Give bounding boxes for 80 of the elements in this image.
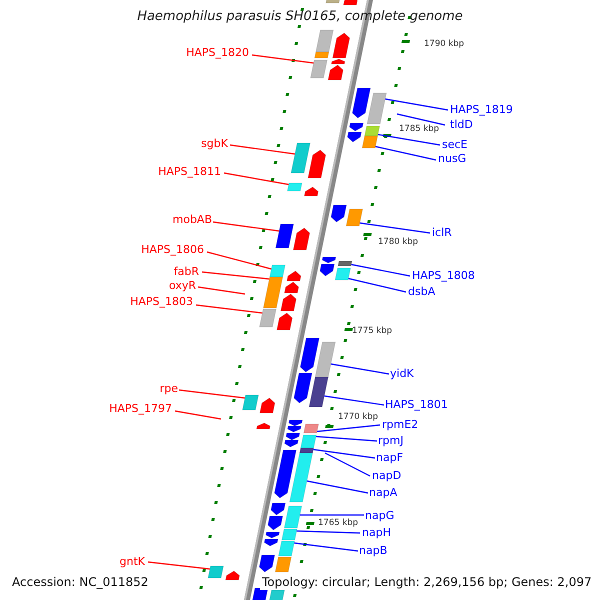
gene-label: HAPS_1806	[141, 243, 204, 256]
gene-block	[314, 342, 336, 378]
gene-label: napH	[362, 526, 391, 539]
gene-block	[278, 540, 295, 556]
gene-block	[263, 276, 283, 308]
gene-block	[300, 434, 317, 448]
leader-line	[378, 134, 440, 146]
title: Haemophilus parasuis SH0165, complete genome	[136, 10, 464, 23]
leader-line	[294, 542, 358, 552]
gene-block	[290, 142, 310, 174]
gene-block	[310, 60, 328, 78]
gene-label: HAPS_1801	[385, 398, 448, 411]
gene-block	[242, 394, 259, 410]
gene-label: HAPS_1811	[158, 165, 221, 178]
leader-line	[313, 448, 376, 459]
leader-line	[348, 278, 406, 293]
leader-line	[148, 561, 210, 570]
leader-line	[351, 264, 410, 277]
leader-line	[198, 286, 246, 295]
gene-block	[208, 566, 224, 578]
gene-label: HAPS_1797	[109, 402, 172, 415]
gene-label: rpe	[160, 382, 178, 395]
gene-block	[287, 182, 302, 192]
gene-block	[308, 376, 328, 408]
gene-block	[366, 92, 387, 124]
leader-line	[385, 98, 448, 111]
gene-block	[346, 208, 363, 226]
gene-label: HAPS_1820	[186, 46, 249, 59]
leader-line	[206, 251, 272, 270]
leader-line	[296, 530, 360, 534]
gene-label: napA	[369, 486, 398, 499]
kbp-label: 1790 kbp	[424, 39, 464, 49]
accession-text: Accession: NC_011852	[10, 575, 150, 590]
gene-label: HAPS_1808	[412, 269, 475, 282]
gene-block	[303, 424, 319, 434]
gene-label: nusG	[438, 152, 466, 165]
leader-line	[396, 113, 446, 126]
leader-line	[300, 514, 364, 516]
leader-line	[178, 389, 245, 399]
gene-label: iclR	[432, 226, 452, 239]
gene-label: gntK	[120, 555, 145, 568]
gene-block	[275, 224, 294, 248]
leader-line	[252, 54, 314, 64]
leader-line	[316, 436, 378, 442]
gene-label: oxyR	[168, 279, 196, 292]
leader-line	[316, 424, 380, 432]
gene-label: napD	[372, 469, 402, 482]
leader-line	[224, 172, 289, 186]
gene-label: yidK	[390, 367, 414, 380]
kbp-label: 1780 kbp	[378, 237, 418, 247]
leader-line	[174, 410, 222, 420]
leader-line	[202, 271, 270, 280]
kbp-label: 1775 kbp	[352, 326, 392, 336]
gene-block	[334, 268, 351, 280]
leader-line	[212, 221, 280, 232]
leader-line	[230, 144, 296, 155]
gene-label: rpmJ	[378, 434, 404, 447]
leader-line	[375, 146, 436, 161]
gene-block	[289, 452, 313, 502]
gene-label: HAPS_1803	[130, 295, 193, 308]
kbp-label: 1765 kbp	[318, 518, 358, 528]
gene-label: mobAB	[172, 213, 212, 226]
gene-label: secE	[442, 138, 468, 151]
gene-label: sgbK	[201, 137, 228, 150]
gene-label: tldD	[450, 118, 473, 131]
gene-label: rpmE2	[382, 418, 418, 431]
kbp-label: 1770 kbp	[338, 412, 378, 422]
gene-label: napB	[359, 544, 388, 557]
leader-line	[324, 452, 370, 477]
gene-label: fabR	[174, 265, 199, 278]
gene-block	[259, 308, 276, 328]
gene-label: napG	[365, 509, 394, 522]
gene-label: napF	[376, 451, 404, 464]
gene-label: dsbA	[408, 285, 436, 298]
gene-label: HAPS_1819	[450, 103, 513, 116]
genome-summary-text: Topology: circular; Length: 2,269,156 bp; Genes: 2,097	[260, 575, 594, 590]
gene-block	[362, 136, 378, 148]
leader-line	[330, 363, 390, 375]
gene-block	[275, 556, 292, 572]
kbp-label: 1785 kbp	[399, 124, 440, 134]
